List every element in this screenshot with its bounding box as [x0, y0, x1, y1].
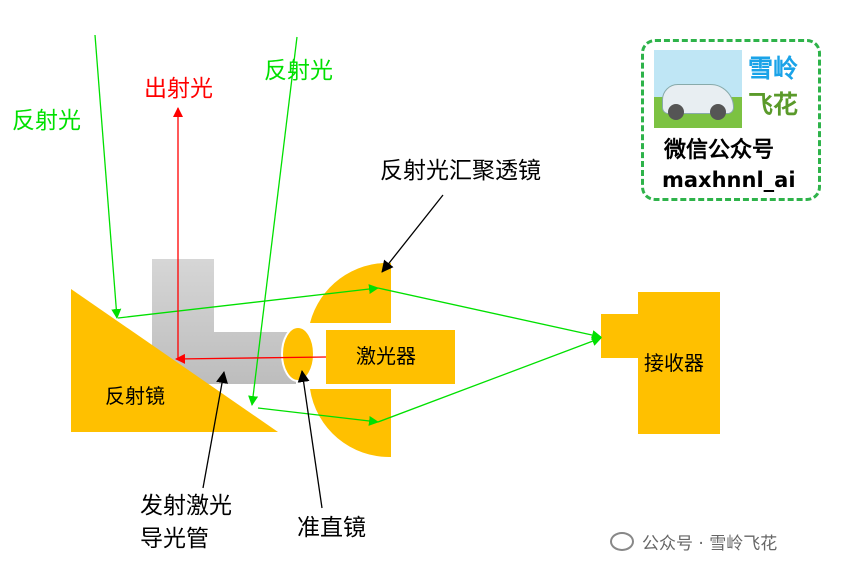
receiver-window [601, 314, 639, 358]
label-reflected-light-mid: 反射光 [264, 58, 333, 84]
label-reflected-light-left: 反射光 [12, 108, 81, 134]
reflected-light-rays [94, 34, 602, 426]
logo-line3: 微信公众号 [664, 138, 775, 163]
watermark: 公众号 · 雪岭飞花 [610, 532, 777, 553]
receiver-body [638, 292, 720, 434]
logo-line4: maxhnnl_ai [662, 168, 796, 192]
label-converging-lens: 反射光汇聚透镜 [380, 158, 541, 184]
watermark-text: 公众号 · 雪岭飞花 [642, 534, 778, 554]
collimator-lens [281, 326, 315, 382]
car-image [654, 50, 742, 128]
label-collimator: 准直镜 [297, 515, 366, 541]
converging-lens-upper [310, 262, 391, 323]
laser [326, 330, 455, 384]
mirror [71, 289, 278, 432]
logo-name-1: 雪岭 [748, 54, 799, 83]
wechat-icon [610, 532, 634, 551]
label-receiver: 接收器 [644, 351, 704, 375]
label-light-guide-1: 发射激光 [140, 493, 232, 519]
logo-box: 雪岭 飞花 微信公众号 maxhnnl_ai [641, 39, 821, 201]
callout-arrows [202, 194, 444, 509]
label-mirror: 反射镜 [105, 384, 165, 408]
label-light-guide-2: 导光管 [140, 526, 209, 552]
light-guide-tube [152, 259, 296, 384]
label-laser: 激光器 [356, 344, 416, 368]
logo-name-2: 飞花 [748, 90, 799, 119]
emitted-light-ray [173, 107, 327, 364]
converging-lens-lower [310, 389, 391, 458]
label-emitted-light: 出射光 [144, 76, 213, 102]
